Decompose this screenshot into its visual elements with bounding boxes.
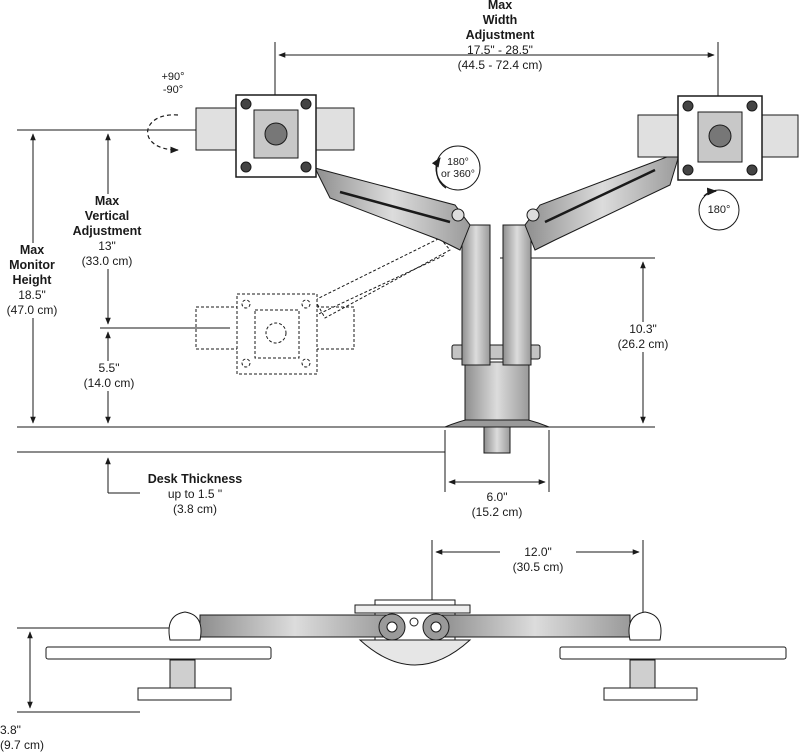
min-height-metric: (14.0 cm) [83,376,135,390]
max-width-label: Max Width Adjustment 17.5" - 28.5" (44.5… [440,0,560,73]
max-width-title-2: Width [482,13,518,27]
max-width-title-1: Max [487,0,513,12]
max-width-title-3: Adjustment [465,28,535,42]
top-reach-imperial: 12.0" [524,545,552,559]
swivel-left-line1: 180° [447,156,469,168]
swivel-right-label: 180° [701,204,737,217]
lowered-arm-dashed [195,237,451,375]
top-reach-metric: (30.5 cm) [512,560,564,574]
post-height-label: 10.3" (26.2 cm) [608,322,678,352]
max-vertical-title-3: Adjustment [72,224,142,238]
tilt-minus: -90° [162,84,184,96]
max-vertical-imperial: 13" [98,239,116,253]
top-reach-label: 12.0" (30.5 cm) [500,545,576,575]
max-monitor-height-title-2: Monitor [9,258,55,272]
max-monitor-height-metric: (47.0 cm) [6,303,58,317]
max-vertical-title-2: Vertical [84,209,130,223]
top-depth-label: 3.8" (9.7 cm) [0,723,56,753]
max-monitor-height-label: Max Monitor Height 18.5" (47.0 cm) [0,243,64,318]
right-vesa-mount [637,95,799,181]
max-vertical-title-1: Max [94,194,120,208]
post-height-imperial: 10.3" [629,322,657,336]
max-monitor-height-imperial: 18.5" [18,288,46,302]
max-monitor-height-title-1: Max [19,243,45,257]
max-width-metric: (44.5 - 72.4 cm) [457,58,543,72]
swivel-left-line2: or 360° [441,168,475,180]
max-monitor-height-title-3: Height [12,273,52,287]
swivel-right-value: 180° [707,204,731,216]
desk-thickness-title: Desk Thickness [147,472,243,486]
desk-thickness-metric: (3.8 cm) [172,502,217,516]
swivel-left-label: 180° or 360° [434,156,482,180]
post-height-metric: (26.2 cm) [617,337,669,351]
left-vesa-mount [195,94,355,178]
tilt-plus: +90° [161,71,185,83]
min-height-imperial: 5.5" [98,361,120,375]
desk-thickness-label: Desk Thickness up to 1.5 " (3.8 cm) [138,472,252,517]
swivel-right-icon [698,189,740,231]
top-depth-metric: (9.7 cm) [0,738,45,752]
base-width-label: 6.0" (15.2 cm) [462,490,532,520]
base-width-imperial: 6.0" [486,490,508,504]
right-arm [524,151,681,251]
max-vertical-label: Max Vertical Adjustment 13" (33.0 cm) [62,194,152,269]
left-arm [314,167,471,251]
tilt-arrow-icon [147,114,179,154]
max-width-imperial: 17.5" - 28.5" [467,43,533,57]
tilt-label: +90° -90° [155,71,191,97]
top-view-assembly [45,599,787,701]
top-depth-imperial: 3.8" [0,723,21,737]
base-width-metric: (15.2 cm) [471,505,523,519]
min-height-label: 5.5" (14.0 cm) [78,361,140,391]
max-vertical-metric: (33.0 cm) [81,254,133,268]
desk-thickness-imperial: up to 1.5 " [167,487,223,501]
center-post [444,224,550,454]
